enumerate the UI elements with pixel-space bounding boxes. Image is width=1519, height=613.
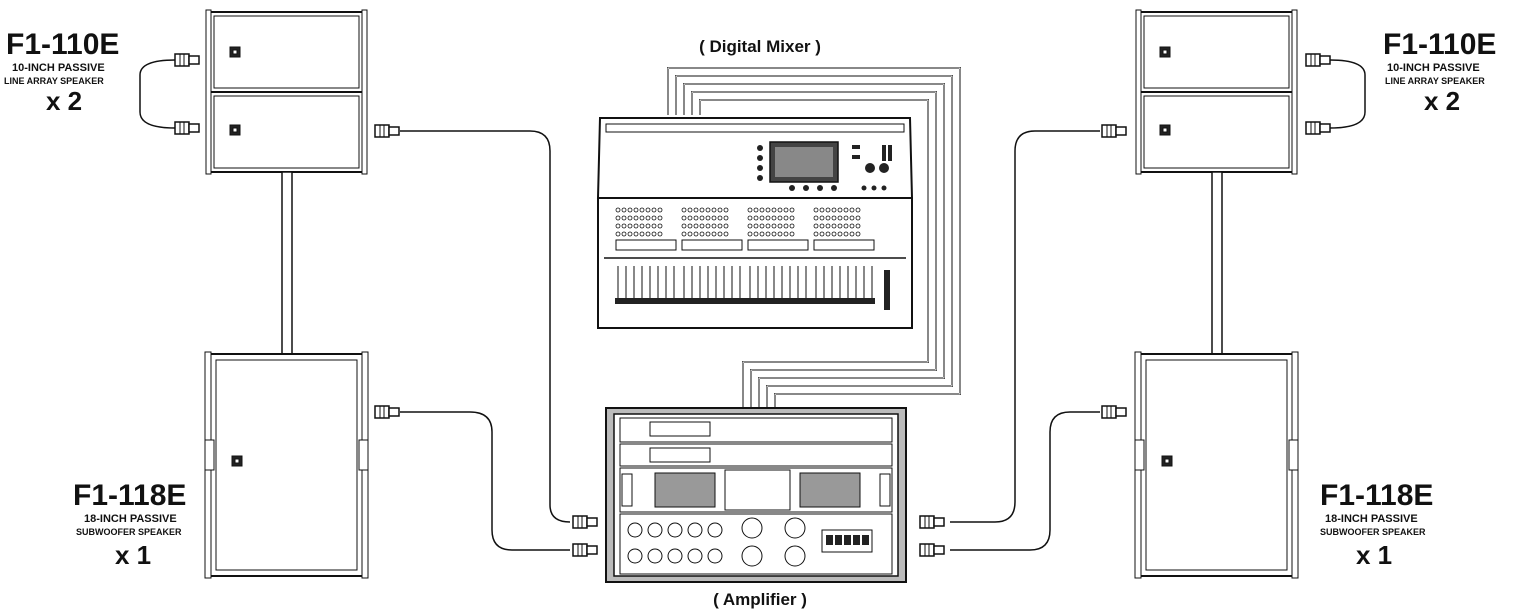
mixer-caption: ( Digital Mixer )	[699, 37, 821, 56]
digital-mixer	[596, 117, 914, 329]
amplifier-rack	[605, 407, 907, 583]
quantity: x 1	[115, 540, 151, 570]
description-line1: 10-INCH PASSIVE	[12, 62, 105, 74]
bottom-right-label: F1-118E 18-INCH PASSIVE SUBWOOFER SPEAKE…	[1320, 479, 1433, 570]
top-right-label: F1-110E 10-INCH PASSIVE LINE ARRAY SPEAK…	[1383, 28, 1496, 116]
description-line2: SUBWOOFER SPEAKER	[76, 527, 182, 537]
description-line1: 18-INCH PASSIVE	[84, 513, 177, 525]
description-line1: 10-INCH PASSIVE	[1387, 62, 1480, 74]
model-name: F1-110E	[1383, 28, 1496, 61]
left-pole	[281, 171, 293, 355]
bottom-left-label: F1-118E 18-INCH PASSIVE SUBWOOFER SPEAKE…	[73, 479, 186, 570]
right-subwoofer	[1134, 351, 1299, 579]
model-name: F1-118E	[73, 479, 186, 512]
quantity: x 2	[46, 86, 82, 116]
description-line2: LINE ARRAY SPEAKER	[1385, 76, 1485, 86]
model-name: F1-118E	[1320, 479, 1433, 512]
right-pole	[1211, 171, 1223, 355]
description-line2: LINE ARRAY SPEAKER	[4, 76, 104, 86]
quantity: x 2	[1424, 86, 1460, 116]
left-line-array-speakers	[205, 9, 368, 175]
amplifier-caption: ( Amplifier )	[713, 590, 807, 609]
description-line1: 18-INCH PASSIVE	[1325, 513, 1418, 525]
top-left-label: F1-110E 10-INCH PASSIVE LINE ARRAY SPEAK…	[4, 28, 119, 116]
right-line-array-speakers	[1135, 9, 1298, 175]
description-line2: SUBWOOFER SPEAKER	[1320, 527, 1426, 537]
speaker-cables	[139, 59, 1366, 551]
model-name: F1-110E	[6, 28, 119, 61]
quantity: x 1	[1356, 540, 1392, 570]
left-subwoofer	[204, 351, 369, 579]
